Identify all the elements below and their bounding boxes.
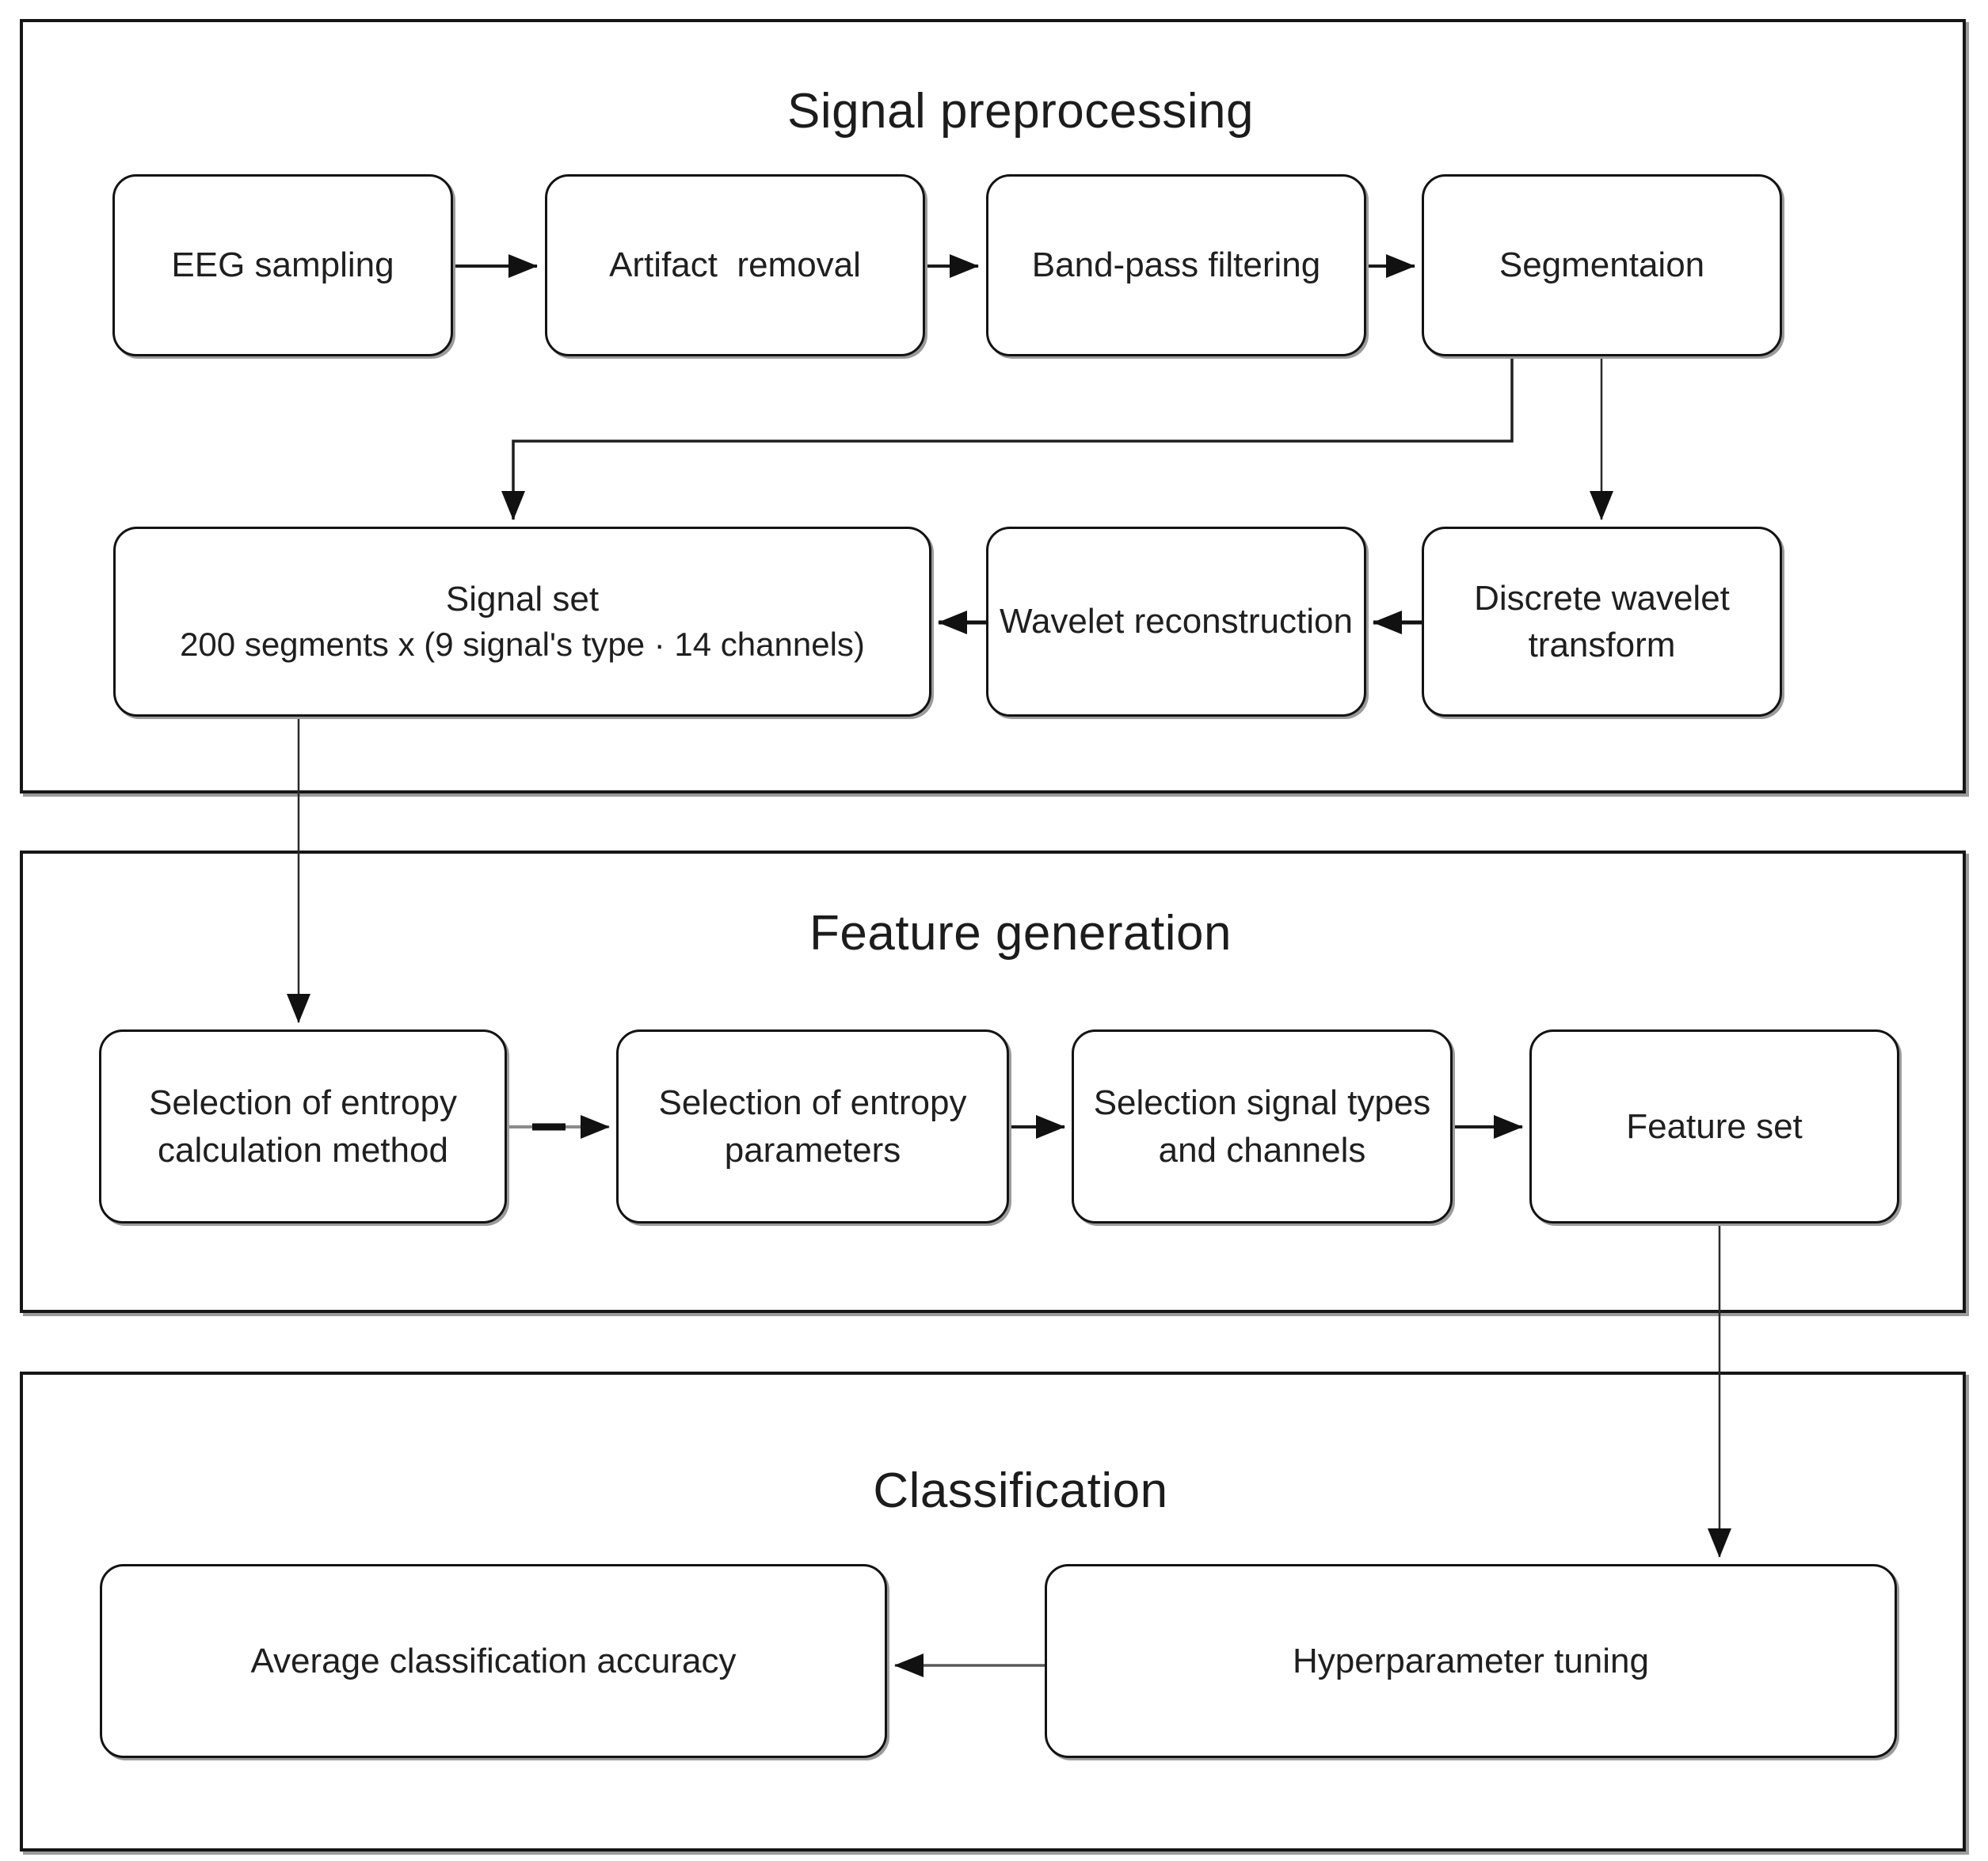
node-signal-set-line2: 200 segments x (9 signal's type · 14 cha…	[180, 626, 865, 664]
node-feature-set: Feature set	[1529, 1029, 1899, 1224]
section-title-classification: Classification	[873, 1463, 1168, 1518]
node-entropy-parameters-label: Selection of entropy parameters	[658, 1083, 977, 1170]
node-eeg-sampling-label: EEG sampling	[171, 245, 394, 285]
node-wavelet-reconstruction: Wavelet reconstruction	[986, 527, 1366, 717]
node-discrete-wavelet-transform-label: Discrete wavelet transform	[1474, 578, 1740, 664]
node-band-pass-filtering-label: Band-pass filtering	[1031, 245, 1321, 285]
node-entropy-parameters: Selection of entropy parameters	[616, 1029, 1009, 1224]
node-wavelet-reconstruction-label: Wavelet reconstruction	[1000, 602, 1353, 641]
section-title-signal-preprocessing: Signal preprocessing	[786, 84, 1254, 139]
node-hyperparameter-tuning-label: Hyperparameter tuning	[1292, 1641, 1649, 1680]
node-eeg-sampling: EEG sampling	[112, 174, 453, 356]
node-artifact-removal-label: Artifact removal	[609, 245, 861, 285]
node-segmentation: Segmentaion	[1422, 174, 1782, 356]
node-signal-types-channels-label: Selection signal types and channels	[1093, 1083, 1441, 1170]
node-average-accuracy: Average classification accuracy	[100, 1564, 887, 1758]
node-feature-set-label: Feature set	[1626, 1106, 1803, 1146]
node-signal-set: Signal set 200 segments x (9 signal's ty…	[113, 527, 931, 717]
node-band-pass-filtering: Band-pass filtering	[986, 174, 1366, 356]
node-segmentation-label: Segmentaion	[1499, 245, 1705, 285]
node-entropy-method-label: Selection of entropy calculation method	[149, 1083, 467, 1170]
node-entropy-method: Selection of entropy calculation method	[99, 1029, 507, 1224]
node-average-accuracy-label: Average classification accuracy	[250, 1641, 737, 1680]
node-signal-set-line1: Signal set	[445, 579, 600, 618]
node-signal-types-channels: Selection signal types and channels	[1072, 1029, 1453, 1224]
section-title-feature-generation: Feature generation	[809, 906, 1232, 961]
node-artifact-removal: Artifact removal	[545, 174, 925, 356]
node-hyperparameter-tuning: Hyperparameter tuning	[1045, 1564, 1897, 1758]
node-discrete-wavelet-transform: Discrete wavelet transform	[1422, 527, 1782, 717]
